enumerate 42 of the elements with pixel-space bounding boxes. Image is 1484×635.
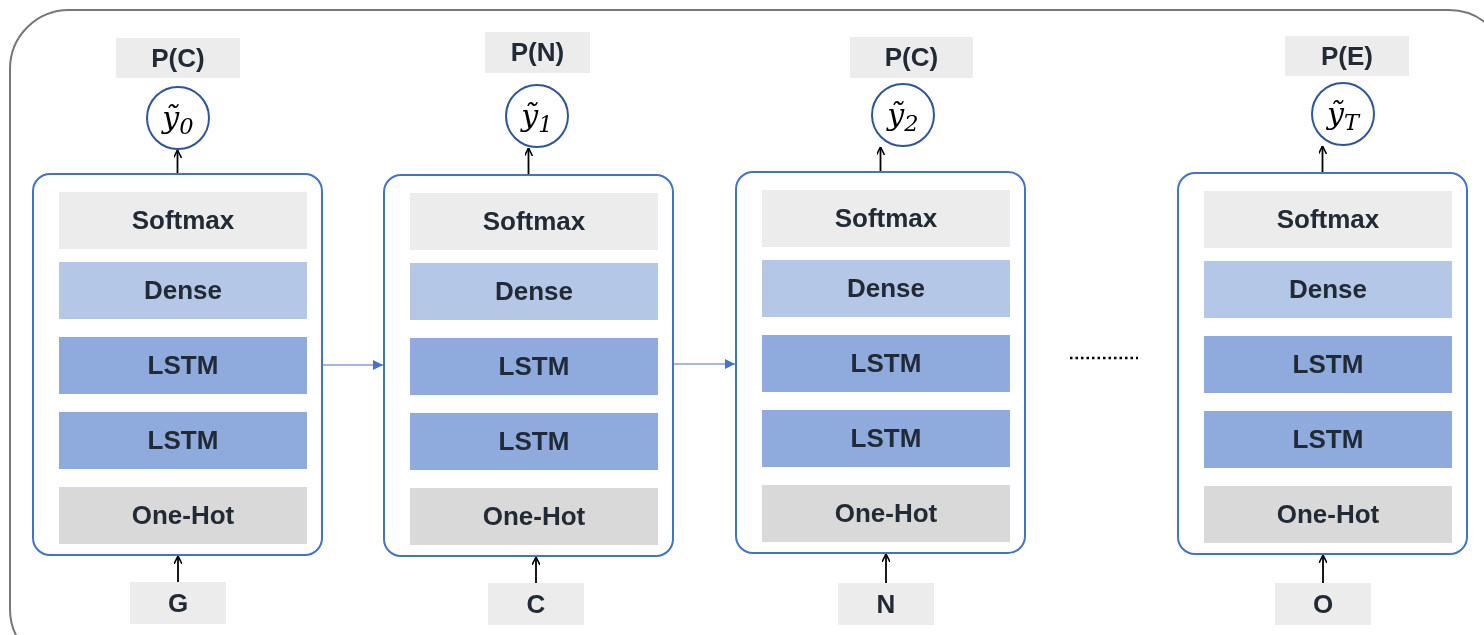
- lstm-layer: LSTM: [1204, 336, 1452, 393]
- arrow: [1318, 554, 1328, 584]
- cell-container: [32, 173, 323, 556]
- one-hot-layer: One-Hot: [1204, 486, 1452, 543]
- probability-label: P(C): [116, 38, 240, 78]
- lstm-layer: LSTM: [762, 335, 1010, 392]
- arrow: [531, 556, 541, 584]
- cell-container: [735, 171, 1026, 554]
- cell-container: [383, 174, 674, 557]
- arrow: [1317, 145, 1328, 173]
- input-token: G: [130, 582, 226, 624]
- one-hot-layer: One-Hot: [59, 487, 307, 544]
- arrow: [673, 359, 736, 369]
- arrow: [322, 360, 384, 370]
- cell-container: [1177, 172, 1468, 555]
- arrow: [173, 555, 183, 583]
- lstm-layer: LSTM: [410, 413, 658, 470]
- lstm-layer: LSTM: [410, 338, 658, 395]
- dense-layer: Dense: [410, 263, 658, 320]
- dense-layer: Dense: [762, 260, 1010, 317]
- arrow: [172, 149, 183, 174]
- softmax-layer: Softmax: [1204, 191, 1452, 248]
- probability-label: P(C): [850, 37, 973, 78]
- lstm-layer: LSTM: [59, 412, 307, 469]
- input-token: C: [488, 583, 584, 625]
- input-token: O: [1275, 583, 1371, 625]
- lstm-layer: LSTM: [762, 410, 1010, 467]
- softmax-layer: Softmax: [410, 193, 658, 250]
- arrow: [881, 553, 891, 584]
- lstm-layer: LSTM: [1204, 411, 1452, 468]
- probability-label: P(N): [485, 32, 590, 73]
- one-hot-layer: One-Hot: [410, 488, 658, 545]
- softmax-layer: Softmax: [762, 190, 1010, 247]
- arrow: [875, 146, 886, 172]
- lstm-layer: LSTM: [59, 337, 307, 394]
- softmax-layer: Softmax: [59, 192, 307, 249]
- arrow: [523, 147, 534, 175]
- dense-layer: Dense: [1204, 261, 1452, 318]
- input-token: N: [838, 583, 934, 625]
- probability-label: P(E): [1285, 36, 1409, 76]
- one-hot-layer: One-Hot: [762, 485, 1010, 542]
- dense-layer: Dense: [59, 262, 307, 319]
